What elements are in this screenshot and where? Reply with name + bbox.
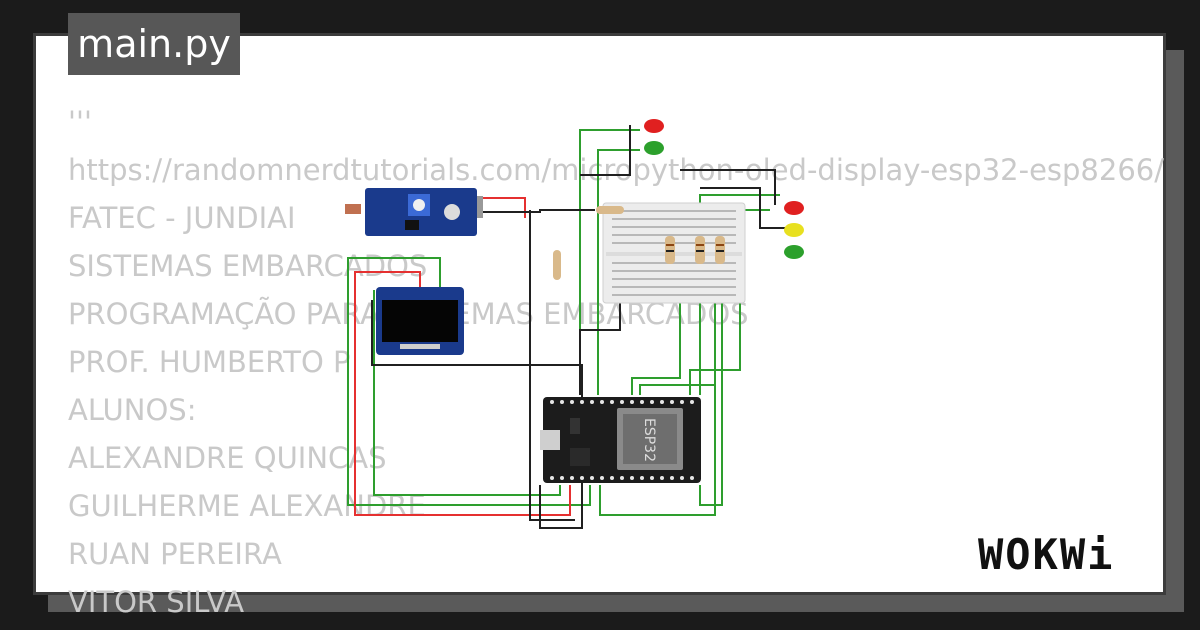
wire-green — [347, 257, 591, 506]
wire-green — [699, 194, 780, 395]
wire-green — [639, 290, 716, 395]
led-red — [644, 119, 664, 133]
code-line: FATEC - JUNDIAI — [68, 201, 296, 235]
wire-green — [579, 129, 640, 395]
file-tab-main-py[interactable]: main.py — [68, 13, 240, 75]
code-preview: ''' https://randomnerdtutorials.com/micr… — [68, 98, 1164, 619]
oled-display — [376, 287, 464, 355]
resistors — [553, 206, 725, 280]
leds — [644, 119, 804, 259]
led-yellow — [784, 223, 804, 237]
wire-green — [597, 149, 640, 395]
led-green — [784, 245, 804, 259]
wire-green — [599, 300, 716, 516]
code-line: RUAN PEREIRA — [68, 537, 282, 571]
code-line: https://randomnerdtutorials.com/micropyt… — [68, 153, 1164, 187]
wire-red — [480, 197, 526, 218]
wire-black — [700, 187, 790, 229]
code-line: VITOR SILVA — [68, 585, 245, 619]
esp32-chip-label: ESP32 — [641, 418, 657, 462]
code-line: PROF. HUMBERTO P — [68, 345, 351, 379]
led-red — [784, 201, 804, 215]
wire-black — [480, 209, 595, 213]
code-line: ALUNOS: — [68, 393, 197, 427]
wokwi-logo: WOKWi — [978, 530, 1115, 579]
wire-black — [680, 169, 776, 205]
code-line: ALEXANDRE QUINCAS — [68, 441, 387, 475]
ldr-module — [345, 188, 483, 236]
code-line: ''' — [68, 105, 92, 139]
wire-black — [529, 210, 575, 521]
wire-green — [699, 275, 723, 506]
esp32-board: ESP32 — [540, 397, 701, 483]
wire-green — [373, 290, 561, 496]
wire-green — [689, 209, 770, 395]
led-green — [644, 141, 664, 155]
wire-red — [354, 271, 571, 516]
wire-black — [580, 125, 631, 176]
preview-card: ''' https://randomnerdtutorials.com/micr… — [33, 33, 1166, 619]
code-line: SISTEMAS EMBARCADOS — [68, 249, 428, 283]
